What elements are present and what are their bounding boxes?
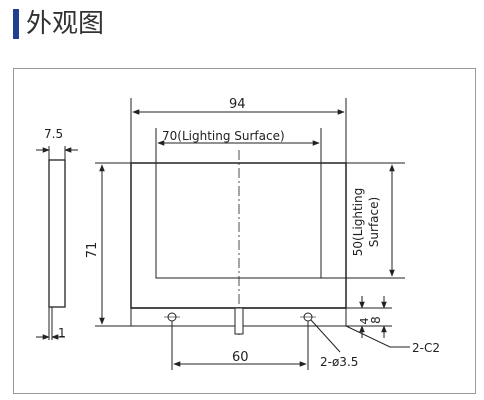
dim-overall-height — [95, 162, 131, 327]
dim-lighting-width — [155, 128, 322, 163]
cable-stub — [234, 307, 244, 335]
header-accent-bar-icon — [13, 9, 19, 39]
side-thickness-label: 7.5 — [44, 127, 63, 141]
dim-bottom-steps — [346, 296, 392, 338]
hole-leader — [310, 319, 341, 353]
hole-pitch-label: 60 — [232, 350, 249, 365]
chamfer-callout-label: 2-C2 — [412, 341, 440, 355]
side-step-label: 1 — [58, 326, 66, 340]
lighting-surface-outline — [155, 162, 322, 279]
overall-width-label: 94 — [229, 97, 246, 112]
chamfer-leader — [345, 325, 410, 348]
outer-outline — [130, 162, 347, 309]
side-view — [36, 146, 78, 340]
dim-lighting-height — [321, 162, 405, 279]
hole-callout-label: 2-ø3.5 — [320, 355, 358, 369]
overall-height-label: 71 — [85, 242, 100, 259]
bottom-step-large-label: 8 — [369, 316, 383, 324]
lighting-width-label: 70(Lighting Surface) — [162, 129, 285, 143]
page-title: 外观图 — [26, 9, 105, 39]
dim-overall-width — [130, 98, 347, 163]
bottom-step-small-label: 4 — [358, 318, 371, 325]
lighting-height-label-line1: 50(Lighting — [351, 188, 365, 256]
section-header: 外观图 — [0, 0, 484, 44]
lighting-height-label-line2: Surface) — [367, 197, 381, 247]
appearance-drawing-frame — [13, 68, 476, 394]
side-view-body — [48, 159, 66, 308]
dim-hole-pitch — [171, 321, 309, 370]
front-view — [130, 150, 347, 335]
